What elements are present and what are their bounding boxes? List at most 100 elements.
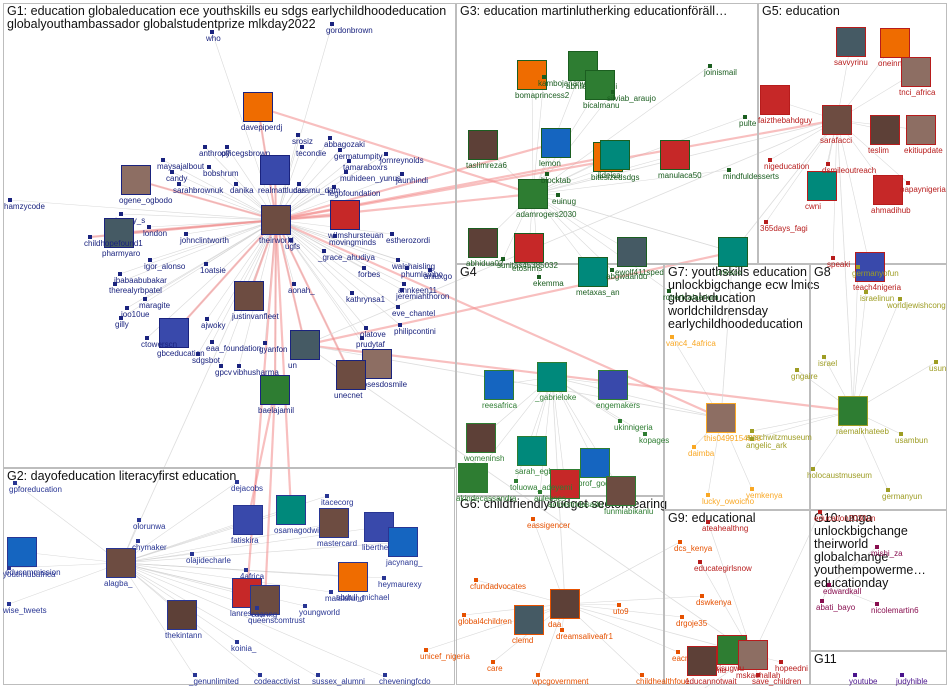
node-label: wpcgovernment [532, 677, 589, 686]
edge [120, 562, 196, 678]
node-dot [820, 599, 824, 603]
node-dot [364, 326, 368, 330]
node-label: pulte [739, 119, 757, 128]
edge [274, 219, 293, 511]
avatar [873, 175, 903, 205]
node-label: ahmadihub [871, 206, 911, 215]
node-dot [119, 212, 123, 216]
node-dot [756, 673, 760, 677]
node-dot [727, 168, 731, 172]
node-label: lemon [539, 159, 561, 168]
avatar [234, 281, 264, 311]
node-label: engemakers [596, 401, 641, 410]
edge [114, 219, 277, 285]
edge [551, 376, 646, 435]
group-box-g3: G3: education martinlutherking education… [456, 3, 758, 264]
node-dot [899, 432, 903, 436]
edge [551, 376, 566, 485]
node-label: sarah_egbo [515, 467, 558, 476]
node-label: judyhible [896, 677, 928, 686]
node-label: libertheseve [362, 543, 406, 552]
node-dot [382, 576, 386, 580]
node-dot [225, 145, 229, 149]
node-label: savvyrinu [834, 58, 868, 67]
edge [852, 291, 867, 412]
group-box-g9: G9: educational [664, 510, 810, 685]
node-label: ugfs [285, 242, 301, 251]
edge [263, 389, 277, 601]
node-label: this0499154500 [704, 434, 761, 443]
node-label: eaa_foundation [206, 344, 262, 353]
node-dot [177, 182, 181, 186]
node-dot [390, 232, 394, 236]
avatar [660, 140, 690, 170]
node-label: queenscomtrust [248, 616, 305, 625]
edge [8, 562, 122, 605]
node-label: ekemma [533, 279, 564, 288]
node-label: maysajalbout [157, 162, 205, 171]
node-label: muhideen_yunus [340, 174, 401, 183]
node-label: jornreynolds [380, 156, 424, 165]
edge [9, 199, 277, 221]
avatar [250, 585, 280, 615]
edge [120, 562, 386, 678]
avatar [260, 375, 290, 405]
node-dot [934, 360, 938, 364]
edge [120, 522, 335, 564]
node-label: bicalmanu [583, 101, 620, 110]
group-subtitle: unlockbigchange ecw lmics globaleducatio… [668, 278, 820, 331]
edge [564, 541, 681, 605]
edge [178, 183, 277, 221]
node-dot [462, 613, 466, 617]
node-label: speaki [827, 260, 851, 269]
node-dot [384, 152, 388, 156]
node-dot [13, 481, 17, 485]
node-dot [537, 275, 541, 279]
node-label: worldjewishcong [887, 301, 946, 310]
avatar [541, 128, 571, 158]
node-label: sussex_alumni [312, 677, 365, 686]
avatar [578, 257, 608, 287]
node-label: ukinnigeria [614, 423, 653, 432]
edge [275, 141, 557, 222]
node-label: bobshrum [203, 169, 239, 178]
avatar [600, 140, 630, 170]
avatar [233, 505, 263, 535]
edge [171, 171, 277, 221]
node-label: tecondie [296, 149, 327, 158]
node-dot [750, 487, 754, 491]
node-label: koinia_ [231, 644, 257, 653]
avatar [336, 360, 366, 390]
node-label: olajidecharle [186, 556, 231, 565]
node-dot [826, 162, 830, 166]
avatar [518, 179, 548, 209]
node-dot [347, 159, 351, 163]
edge [274, 219, 307, 346]
node-dot [676, 650, 680, 654]
node-label: abbagozaki [324, 140, 365, 149]
edge [126, 219, 277, 309]
node-label: lideisa [598, 171, 621, 180]
node-dot [136, 539, 140, 543]
node-label: 365days_fagi [760, 224, 808, 233]
group-title: G3: education martinlutherking education… [460, 4, 728, 18]
node-label: jeremiahthoron [396, 292, 450, 301]
node-label: clemd [512, 636, 534, 645]
node-label: danika [230, 186, 254, 195]
edge [275, 219, 403, 291]
node-dot [400, 288, 404, 292]
node-label: osamagodwin [274, 526, 324, 535]
node-dot [234, 182, 238, 186]
node-label: heymaurexy [378, 580, 422, 589]
node-dot [196, 352, 200, 356]
node-label: abati_bayo [816, 603, 856, 612]
avatar [517, 436, 547, 466]
node-dot [545, 172, 549, 176]
node-dot [750, 437, 754, 441]
node-dot [143, 297, 147, 301]
edge [120, 219, 277, 319]
group-title: G8 [814, 265, 831, 279]
edge [732, 119, 838, 253]
node-dot [244, 568, 248, 572]
